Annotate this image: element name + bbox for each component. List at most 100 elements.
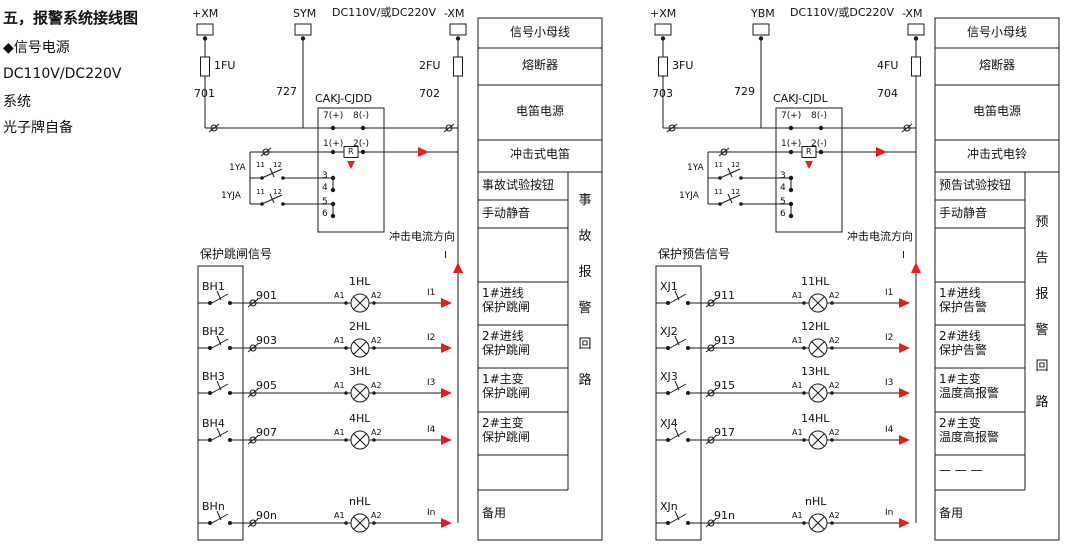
arrow-right-icon — [441, 388, 452, 398]
left-junctions — [208, 123, 455, 157]
lamp-terminal-a1: A1 — [334, 381, 345, 390]
signal-box-title: 保护预告信号 — [658, 247, 731, 261]
contact-pin-label: 11 — [714, 188, 723, 196]
junction-icon — [705, 298, 717, 308]
arrow-right-icon — [899, 518, 910, 528]
contact-label: 1YJA — [221, 191, 241, 201]
note-line: DC110V/DC220V — [3, 66, 122, 82]
relay-pin-label: 4 — [322, 183, 328, 193]
wire-number: 911 — [714, 289, 735, 302]
table-cell: 1#主变 保护跳闸 — [482, 372, 531, 400]
terminal-icon — [294, 23, 312, 36]
note-line: ◆信号电源 — [3, 40, 70, 56]
junction-icon — [247, 435, 259, 445]
arrow-right-icon — [441, 518, 452, 528]
contact-pin-label: 12 — [273, 161, 282, 169]
note-line: 光子牌自备 — [3, 120, 73, 136]
arrow-right-icon — [441, 298, 452, 308]
arrow-right-icon — [899, 298, 910, 308]
relay-pin-label: 3 — [322, 171, 328, 181]
switch-label: BH4 — [202, 417, 225, 430]
lamp-icon — [350, 513, 370, 533]
wire-number: 701 — [194, 87, 215, 100]
relay-box — [317, 107, 385, 233]
fuse-label: 3FU — [672, 59, 694, 72]
impulse-direction-label: 冲击电流方向 — [389, 230, 455, 243]
left-signal-rows — [198, 290, 441, 533]
junction-icon — [705, 388, 717, 398]
left-connection-dots — [202, 36, 461, 525]
right-junctions — [666, 123, 913, 157]
lamp-terminal-a1: A1 — [334, 291, 345, 300]
terminal-icon — [196, 23, 214, 36]
lamp-terminal-a2: A2 — [829, 511, 840, 520]
resistor-label: R — [806, 147, 812, 156]
contact-label: 1YA — [229, 163, 246, 173]
lamp-terminal-a1: A1 — [792, 511, 803, 520]
bus-label-negative: -XM — [902, 7, 923, 20]
terminal-icon — [654, 23, 672, 36]
lamp-terminal-a2: A2 — [829, 336, 840, 345]
table-cell: 信号小母线 — [509, 25, 570, 39]
fuse-icon — [911, 56, 921, 77]
wire-number: 917 — [714, 426, 735, 439]
arrow-right-icon — [899, 435, 910, 445]
arrow-up-icon — [453, 262, 463, 273]
relay-pin-label: 5 — [322, 197, 328, 207]
voltage-label: DC110V/或DC220V — [790, 6, 895, 19]
relay-terminal-label: 2(-) — [353, 139, 369, 149]
lamp-terminal-a1: A1 — [792, 291, 803, 300]
fuse-icon — [453, 56, 463, 77]
switch-label: BH1 — [202, 280, 225, 293]
table-cell: 熔断器 — [978, 58, 1015, 72]
lamp-icon — [808, 338, 828, 358]
terminal-icon — [907, 23, 925, 36]
lamp-label: 12HL — [801, 320, 830, 333]
wire-number: 727 — [276, 85, 297, 98]
arrow-up-icon — [911, 262, 921, 273]
junction-icon — [247, 343, 259, 353]
voltage-label: DC110V/或DC220V — [332, 6, 437, 19]
lamp-terminal-a2: A2 — [371, 428, 382, 437]
terminal-icon — [752, 23, 770, 36]
fuse-label: 1FU — [214, 59, 236, 72]
table-cell: 手动静音 — [939, 206, 988, 220]
contact-pin-label: 11 — [256, 188, 265, 196]
wire-number: 915 — [714, 379, 735, 392]
relay-terminal-label: 1(+) — [781, 139, 802, 149]
lamp-label: 2HL — [349, 320, 371, 333]
fuse-label: 2FU — [419, 59, 441, 72]
lamp-terminal-a2: A2 — [371, 291, 382, 300]
trip-signal-box — [197, 265, 244, 541]
relay-title: CAKJ-CJDD — [315, 92, 373, 105]
junction-icon — [247, 298, 259, 308]
relay-terminal-label: 8(-) — [353, 111, 369, 121]
lamp-terminal-a1: A1 — [334, 336, 345, 345]
table-cell: 冲击式电笛 — [509, 147, 570, 161]
relay-terminal-label: 7(+) — [323, 111, 344, 121]
lamp-label: 14HL — [801, 412, 830, 425]
resistor-box — [343, 146, 359, 158]
table-cell: 2#进线 保护跳闸 — [482, 329, 531, 357]
switch-label: XJ3 — [660, 370, 678, 383]
bus-label-negative: -XM — [444, 7, 465, 20]
lamp-label: nHL — [805, 495, 827, 508]
table-cell: 熔断器 — [521, 58, 558, 72]
terminal-icon — [449, 23, 467, 36]
switch-label: XJ2 — [660, 325, 678, 338]
lamp-icon — [808, 513, 828, 533]
table-cell: 1#进线 保护告警 — [939, 286, 988, 314]
current-label: I2 — [427, 333, 436, 343]
wire-number: 903 — [256, 334, 277, 347]
lamp-icon — [808, 383, 828, 403]
switch-label: XJ1 — [660, 280, 678, 293]
arrow-down-icon — [805, 161, 813, 169]
relay-pin-label: 6 — [322, 209, 328, 219]
relay-pin-label: 6 — [780, 209, 786, 219]
current-label: I2 — [885, 333, 894, 343]
relay-box — [775, 107, 843, 233]
wire-number: 913 — [714, 334, 735, 347]
lamp-terminal-a1: A1 — [334, 511, 345, 520]
